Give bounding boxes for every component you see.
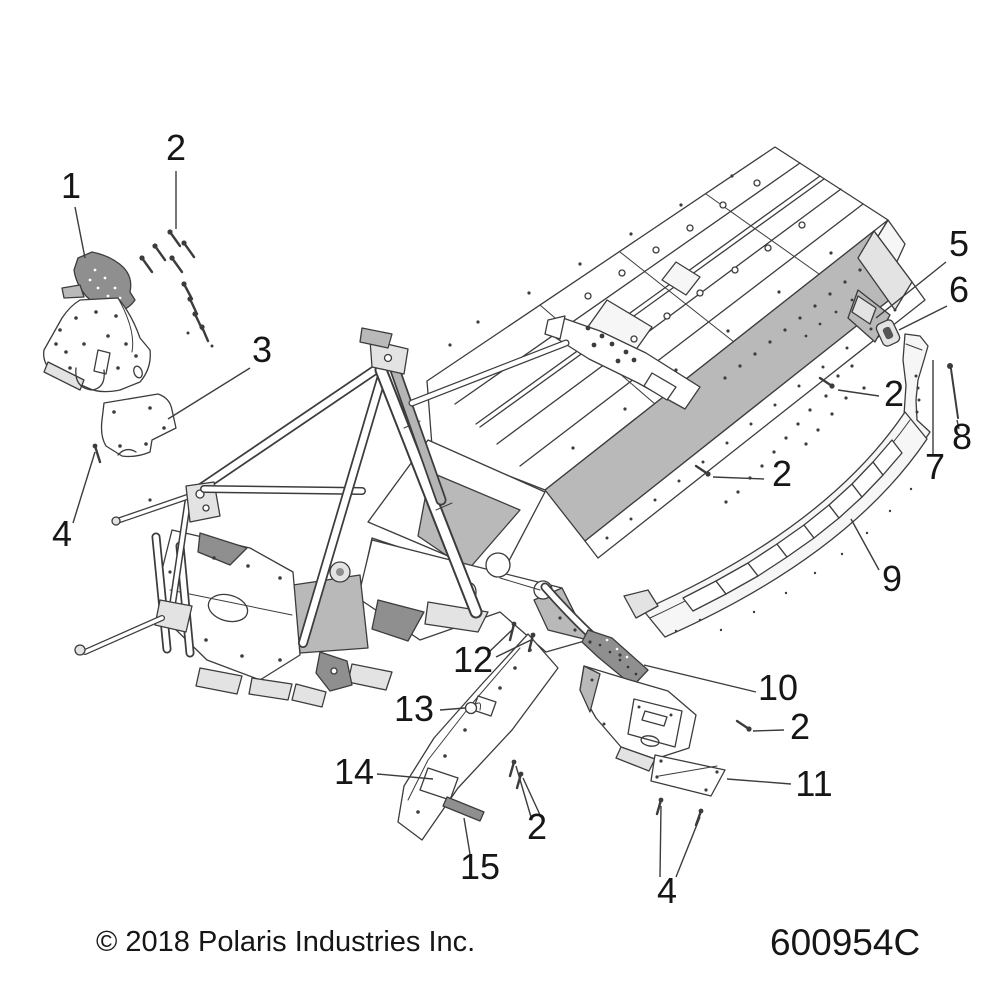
callout-leader-5 bbox=[875, 261, 947, 319]
callout-label-4-19: 4 bbox=[657, 870, 677, 911]
callout-label-4-3: 4 bbox=[52, 513, 72, 554]
callout-leader-2 bbox=[522, 777, 542, 818]
part-1-holes bbox=[54, 310, 138, 370]
part-number-text: 600954C bbox=[770, 922, 920, 963]
tunnel-lower-rail bbox=[584, 281, 926, 559]
callout-label-8-7: 8 bbox=[952, 416, 972, 457]
part-10-footrest bbox=[579, 629, 697, 772]
callout-leader-12 bbox=[495, 639, 532, 658]
callout-leader-15 bbox=[463, 817, 471, 855]
part-7-bracket bbox=[902, 333, 931, 442]
running-board bbox=[623, 411, 928, 638]
callout-leader-14 bbox=[376, 773, 434, 780]
callout-leader-2 bbox=[752, 729, 785, 732]
callout-label-1-0: 1 bbox=[61, 165, 81, 206]
side-band-rivets bbox=[723, 268, 862, 380]
callout-label-2-9: 2 bbox=[772, 453, 792, 494]
callout-leader-4 bbox=[659, 805, 662, 878]
callout-leader-11 bbox=[726, 778, 792, 785]
part-6-grommet bbox=[875, 319, 901, 347]
callout-label-13-13: 13 bbox=[394, 688, 434, 729]
callout-leader-1 bbox=[74, 206, 86, 259]
callout-leader-6 bbox=[898, 305, 948, 331]
part-8-screw bbox=[947, 363, 959, 419]
callout-label-12-11: 12 bbox=[453, 639, 493, 680]
running-board-tread-holes bbox=[682, 439, 903, 612]
callout-leader-9 bbox=[850, 518, 880, 571]
running-board-body bbox=[642, 411, 928, 638]
copyright-text: © 2018 Polaris Industries Inc. bbox=[96, 926, 475, 958]
callout-label-11-16: 11 bbox=[795, 763, 832, 804]
left-lower-bracket bbox=[154, 599, 193, 633]
callout-leader-13 bbox=[439, 707, 466, 711]
callout-label-2-1: 2 bbox=[166, 127, 186, 168]
callout-label-15-18: 15 bbox=[460, 846, 500, 887]
callout-leader-3 bbox=[167, 367, 251, 420]
callout-label-5-4: 5 bbox=[949, 223, 969, 264]
rear-small-parts bbox=[875, 319, 959, 442]
front-deck-casting bbox=[544, 315, 701, 410]
tunnel-assembly bbox=[426, 146, 926, 559]
callout-label-14-15: 14 bbox=[334, 751, 374, 792]
part-11-plate bbox=[650, 754, 726, 797]
part-14-panel bbox=[397, 633, 559, 841]
callout-label-7-8: 7 bbox=[925, 446, 945, 487]
callout-label-10-12: 10 bbox=[758, 667, 798, 708]
callout-label-2-14: 2 bbox=[790, 706, 810, 747]
single-screws bbox=[92, 376, 835, 827]
callout-leader-4 bbox=[72, 451, 96, 524]
front-frame bbox=[74, 327, 607, 708]
hardware-screws bbox=[92, 229, 866, 827]
part-10-speckles bbox=[598, 638, 638, 676]
part-15-strip bbox=[442, 796, 485, 822]
deck-bolt-holes bbox=[584, 179, 806, 343]
callout-leader-10 bbox=[643, 664, 757, 693]
callout-leader-2 bbox=[515, 765, 532, 818]
callout-label-2-17: 2 bbox=[527, 806, 547, 847]
lower-rail-rivets bbox=[605, 308, 897, 540]
callout-label-2-6: 2 bbox=[884, 373, 904, 414]
callout-leader-2 bbox=[837, 389, 880, 397]
callout-leader-12 bbox=[488, 629, 513, 653]
screw-cluster-top bbox=[139, 229, 214, 348]
callout-label-3-2: 3 bbox=[252, 329, 272, 370]
callout-leader-4 bbox=[675, 816, 701, 878]
callout-label-6-5: 6 bbox=[949, 269, 969, 310]
callout-leader-8 bbox=[956, 419, 960, 430]
frame-dark-wedge bbox=[371, 599, 425, 642]
part-1-bracket bbox=[43, 251, 151, 393]
part-13-clip bbox=[464, 701, 481, 715]
running-board-front-mount bbox=[623, 589, 659, 619]
part-3-plate bbox=[100, 393, 177, 458]
running-board-serration-dots bbox=[674, 487, 913, 633]
callout-label-9-10: 9 bbox=[882, 558, 902, 599]
callout-leader-2 bbox=[712, 476, 765, 480]
